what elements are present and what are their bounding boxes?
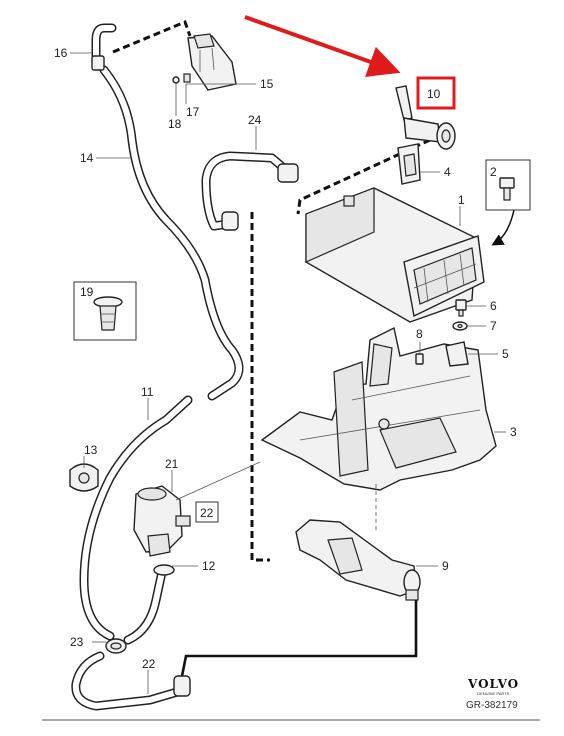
callout-19: 19 [80,285,94,299]
callout-10: 10 [427,87,441,101]
clamp-13 [69,463,99,492]
callout-3: 3 [510,425,517,439]
bolt-6 [455,299,467,317]
callout-23: 23 [70,635,84,649]
bracket-4 [397,143,421,185]
canister-1 [305,187,485,323]
callout-7: 7 [490,319,497,333]
clamp-23 [105,638,127,654]
hose-24 [201,151,299,231]
leader-lines [70,52,506,694]
hose-11 [79,395,193,641]
inset-box-22 [195,501,219,523]
brand-logo: VOLVO [467,677,519,691]
washer-7 [452,321,468,331]
callout-14: 14 [80,151,94,165]
dashed-line-top-right [296,138,431,215]
callout-5: 5 [502,347,509,361]
hose-12 [123,564,175,645]
callout-13: 13 [84,443,98,457]
dashed-line-top-left [112,20,192,54]
highlight-arrow [244,15,401,77]
callout-17: 17 [186,105,200,119]
brand-tagline: GENUINE PARTS [477,691,510,696]
callout-6: 6 [490,299,497,313]
callout-15: 15 [260,77,274,91]
screw-8 [415,353,424,365]
callout-12: 12 [202,559,216,573]
pipe-bottom [180,600,418,677]
callout-11: 11 [141,385,154,399]
drawing-reference: GR-382179 [466,700,518,711]
bracket-3 [260,326,497,491]
fitting-10 [395,85,456,150]
callout-2: 2 [490,165,497,179]
callout-18: 18 [168,117,182,131]
callout-22-inset: 22 [200,506,214,520]
callout-1: 1 [458,193,465,207]
dashed-line-vertical [250,212,270,562]
callout-16: 16 [54,46,68,60]
bracket-9 [295,519,421,601]
highlight-box-10 [416,76,456,110]
callout-21: 21 [165,457,179,471]
callout-8: 8 [416,327,423,341]
callout-22-bottom: 22 [142,657,156,671]
callout-24: 24 [248,113,262,127]
clip-5 [445,341,469,367]
arrow-from-inset-2 [491,209,515,246]
callout-labels: 16 14 15 17 18 24 10 4 1 2 6 7 8 5 3 9 1… [54,46,517,671]
valve-21 [133,485,191,557]
callout-4: 4 [444,165,451,179]
hose-14 [91,23,244,401]
clip-icon-19 [93,296,123,331]
valve-15 [172,33,237,91]
bolt-icon-2 [499,177,515,201]
callout-9: 9 [442,559,449,573]
hose-22-bottom [71,651,191,711]
